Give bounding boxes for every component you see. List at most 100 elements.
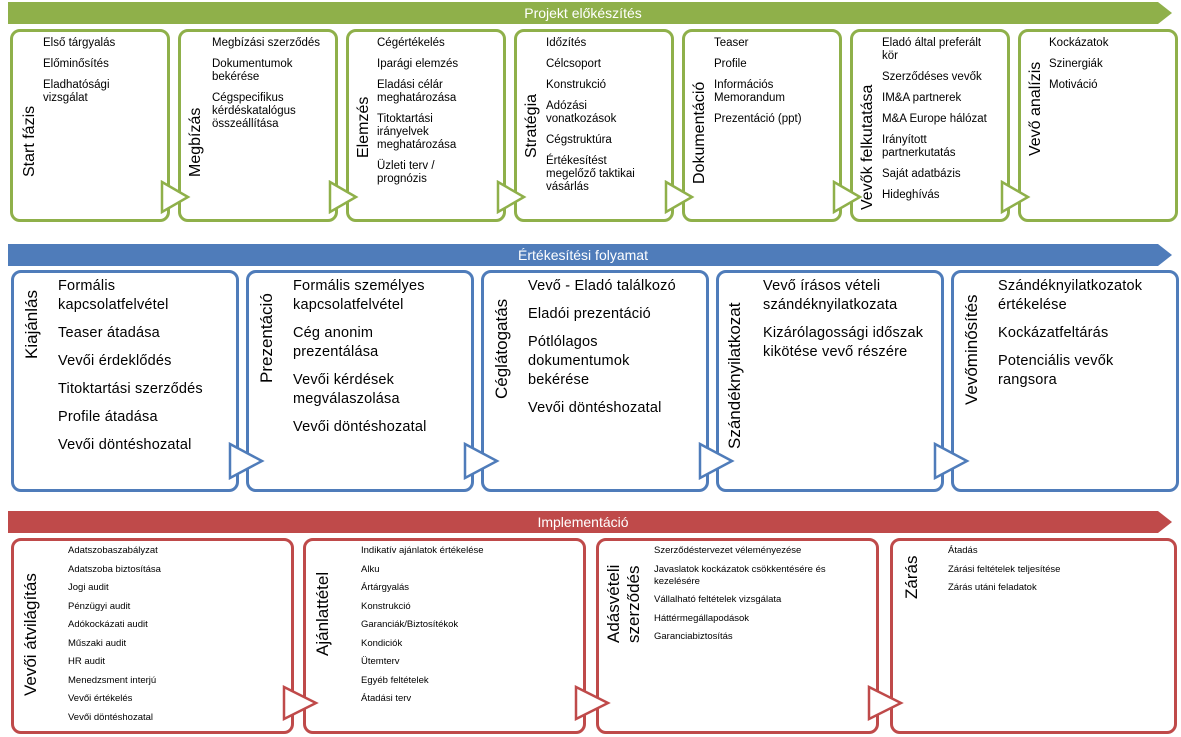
list-item: M&A Europe hálózat: [882, 113, 987, 125]
list-item: Adatszoba biztosítása: [68, 563, 161, 575]
list-item: Kizárólagossági időszak kikötése vevő ré…: [763, 325, 924, 360]
step-box-prezentacio: Prezentáció Formális személyes kapcsolat…: [246, 270, 474, 492]
list-item: Iparági elemzés: [377, 58, 459, 70]
list-item: Irányított partnerkutatás: [882, 134, 956, 159]
list-item: Ütemterv: [361, 656, 400, 667]
list-item: Vevő - Eladó találkozó: [528, 278, 676, 294]
list-item: Konstrukció: [546, 79, 607, 91]
list-item: Eladási célár meghatározása: [377, 79, 457, 104]
step-box-elemzes: Elemzés Cégértékelés Iparági elemzés Ela…: [346, 29, 506, 222]
step-box-megbizas: Megbízás Megbízási szerződés Dokumentumo…: [178, 29, 338, 222]
list-item: Kockázatok: [1049, 37, 1109, 49]
step-items: Megbízási szerződés Dokumentumok bekérés…: [212, 37, 336, 139]
banner-arrow-shape: [8, 2, 1172, 24]
list-item: Adókockázati audit: [68, 619, 148, 630]
step-items: Vevő - Eladó találkozó Eladói prezentáci…: [528, 277, 706, 427]
list-item: Cégspecifikus kérdéskatalógus összeállít…: [212, 92, 296, 130]
list-item: Dokumentumok bekérése: [212, 58, 293, 83]
list-item: Formális kapcsolatfelvétel: [58, 278, 169, 313]
step-title: Stratégia: [523, 93, 540, 158]
list-item: Eladhatósági vizsgálat: [43, 79, 110, 104]
list-item: Ártárgyalás: [361, 582, 410, 593]
list-item: Szerződéstervezet véleményezése: [654, 545, 802, 556]
list-item: Előminősítés: [43, 58, 109, 70]
phase-title: Értékesítési folyamat: [518, 247, 648, 263]
step-box-start-fazis: Start fázis Első tárgyalás Előminősítés …: [10, 29, 170, 222]
list-item: Vevői döntéshozatal: [293, 419, 427, 435]
phase-title: Projekt előkészítés: [524, 5, 642, 21]
step-title: Szándéknyilatkozat: [725, 302, 744, 449]
step-items: Szerződéstervezet véleményezése Javaslat…: [654, 545, 864, 650]
list-item: Első tárgyalás: [43, 37, 116, 49]
step-box-dokumentacio: Dokumentáció Teaser Profile Információs …: [682, 29, 842, 222]
step-items: Vevő írásos vételi szándéknyilatkozata K…: [763, 277, 941, 371]
list-item: Háttérmegállapodások: [654, 612, 750, 624]
list-item: Értékesítést megelőző taktikai vásárlás: [546, 155, 635, 193]
list-item: Vevői döntéshozatal: [68, 711, 154, 723]
step-title: Ajánlattétel: [313, 571, 332, 656]
flow-arrow-icon: [228, 442, 265, 480]
list-item: Teaser átadása: [58, 325, 160, 341]
list-item: Saját adatbázis: [882, 168, 961, 180]
step-items: Első tárgyalás Előminősítés Eladhatósági…: [43, 37, 168, 113]
list-item: Garanciabiztosítás: [654, 631, 733, 642]
step-items: Indikatív ajánlatok értékelése Alku Ártá…: [361, 545, 581, 712]
flow-arrow-icon: [328, 180, 359, 214]
list-item: Indikatív ajánlatok értékelése: [361, 545, 484, 556]
banner-arrow-shape: [8, 244, 1172, 266]
step-title: Zárás: [902, 555, 921, 599]
step-items: Eladó által preferált kör Szerződéses ve…: [882, 37, 1007, 210]
list-item: Szándéknyilatkozatok értékelése: [998, 278, 1143, 313]
list-item: Átadási terv: [361, 693, 412, 704]
step-items: Cégértékelés Iparági elemzés Eladási cél…: [377, 37, 502, 194]
list-item: Konstrukció: [361, 600, 411, 612]
step-box-adasveteli-szerzodes: Adásvételi szerződés Szerződéstervezet v…: [596, 538, 879, 734]
list-item: Eladói prezentáció: [528, 306, 651, 322]
step-items: Teaser Profile Információs Memorandum Pr…: [714, 37, 839, 134]
list-item: Időzítés: [546, 37, 587, 49]
list-item: Vevői döntéshozatal: [58, 437, 192, 453]
step-title-line: szerződés: [624, 565, 643, 643]
list-item: Adatszobaszabályzat: [68, 545, 158, 556]
list-item: Cégértékelés: [377, 37, 445, 49]
list-item: Javaslatok kockázatok csökkentésére és k…: [654, 563, 826, 587]
list-item: Zárás utáni feladatok: [948, 582, 1037, 593]
flow-arrow-icon: [574, 685, 611, 721]
step-box-ajanlattetel: Ajánlattétel Indikatív ajánlatok értékel…: [303, 538, 586, 734]
list-item: HR audit: [68, 656, 105, 667]
flow-arrow-icon: [282, 685, 319, 721]
step-items: Átadás Zárási feltételek teljesítése Zár…: [948, 545, 1158, 601]
list-item: Titoktartási szerződés: [58, 381, 203, 397]
flow-arrow-icon: [832, 180, 863, 214]
list-item: Egyéb feltételek: [361, 674, 429, 686]
step-box-vevominosites: Vevőminősítés Szándéknyilatkozatok érték…: [951, 270, 1179, 492]
step-box-vevo-analizis: Vevő analízis Kockázatok Szinergiák Moti…: [1018, 29, 1178, 222]
step-box-ceglatogatas: Céglátogatás Vevő - Eladó találkozó Elad…: [481, 270, 709, 492]
list-item: Vevői kérdések megválaszolása: [293, 372, 400, 407]
phase-title: Implementáció: [537, 514, 629, 530]
list-item: Titoktartási irányelvek meghatározása: [377, 113, 457, 151]
list-item: Vevői döntéshozatal: [528, 400, 662, 416]
list-item: Prezentáció (ppt): [714, 113, 802, 125]
list-item: Teaser: [714, 37, 749, 49]
step-box-szandeknyilatkozat: Szándéknyilatkozat Vevő írásos vételi sz…: [716, 270, 944, 492]
list-item: Adózási vonatkozások: [546, 100, 617, 125]
flow-arrow-icon: [933, 442, 970, 480]
list-item: Vállalható feltételek vizsgálata: [654, 594, 782, 605]
step-items: Kockázatok Szinergiák Motiváció: [1049, 37, 1174, 100]
list-item: Pénzügyi audit: [68, 600, 131, 612]
list-item: Eladó által preferált kör: [882, 37, 982, 62]
step-title: Kiajánlás: [22, 290, 41, 359]
list-item: Zárási feltételek teljesítése: [948, 563, 1061, 575]
list-item: Profile átadása: [58, 409, 158, 425]
step-title: Start fázis: [21, 105, 38, 177]
list-item: Szinergiák: [1049, 58, 1103, 70]
flow-arrow-icon: [496, 180, 527, 214]
step-items: Formális kapcsolatfelvétel Teaser átadás…: [58, 277, 236, 464]
list-item: Hideghívás: [882, 189, 940, 201]
list-item: Kockázatfeltárás: [998, 325, 1109, 341]
list-item: Formális személyes kapcsolatfelvétel: [293, 278, 425, 313]
step-title: Elemzés: [355, 96, 372, 158]
list-item: Profile: [714, 58, 747, 70]
list-item: Garanciák/Biztosítékok: [361, 619, 459, 630]
